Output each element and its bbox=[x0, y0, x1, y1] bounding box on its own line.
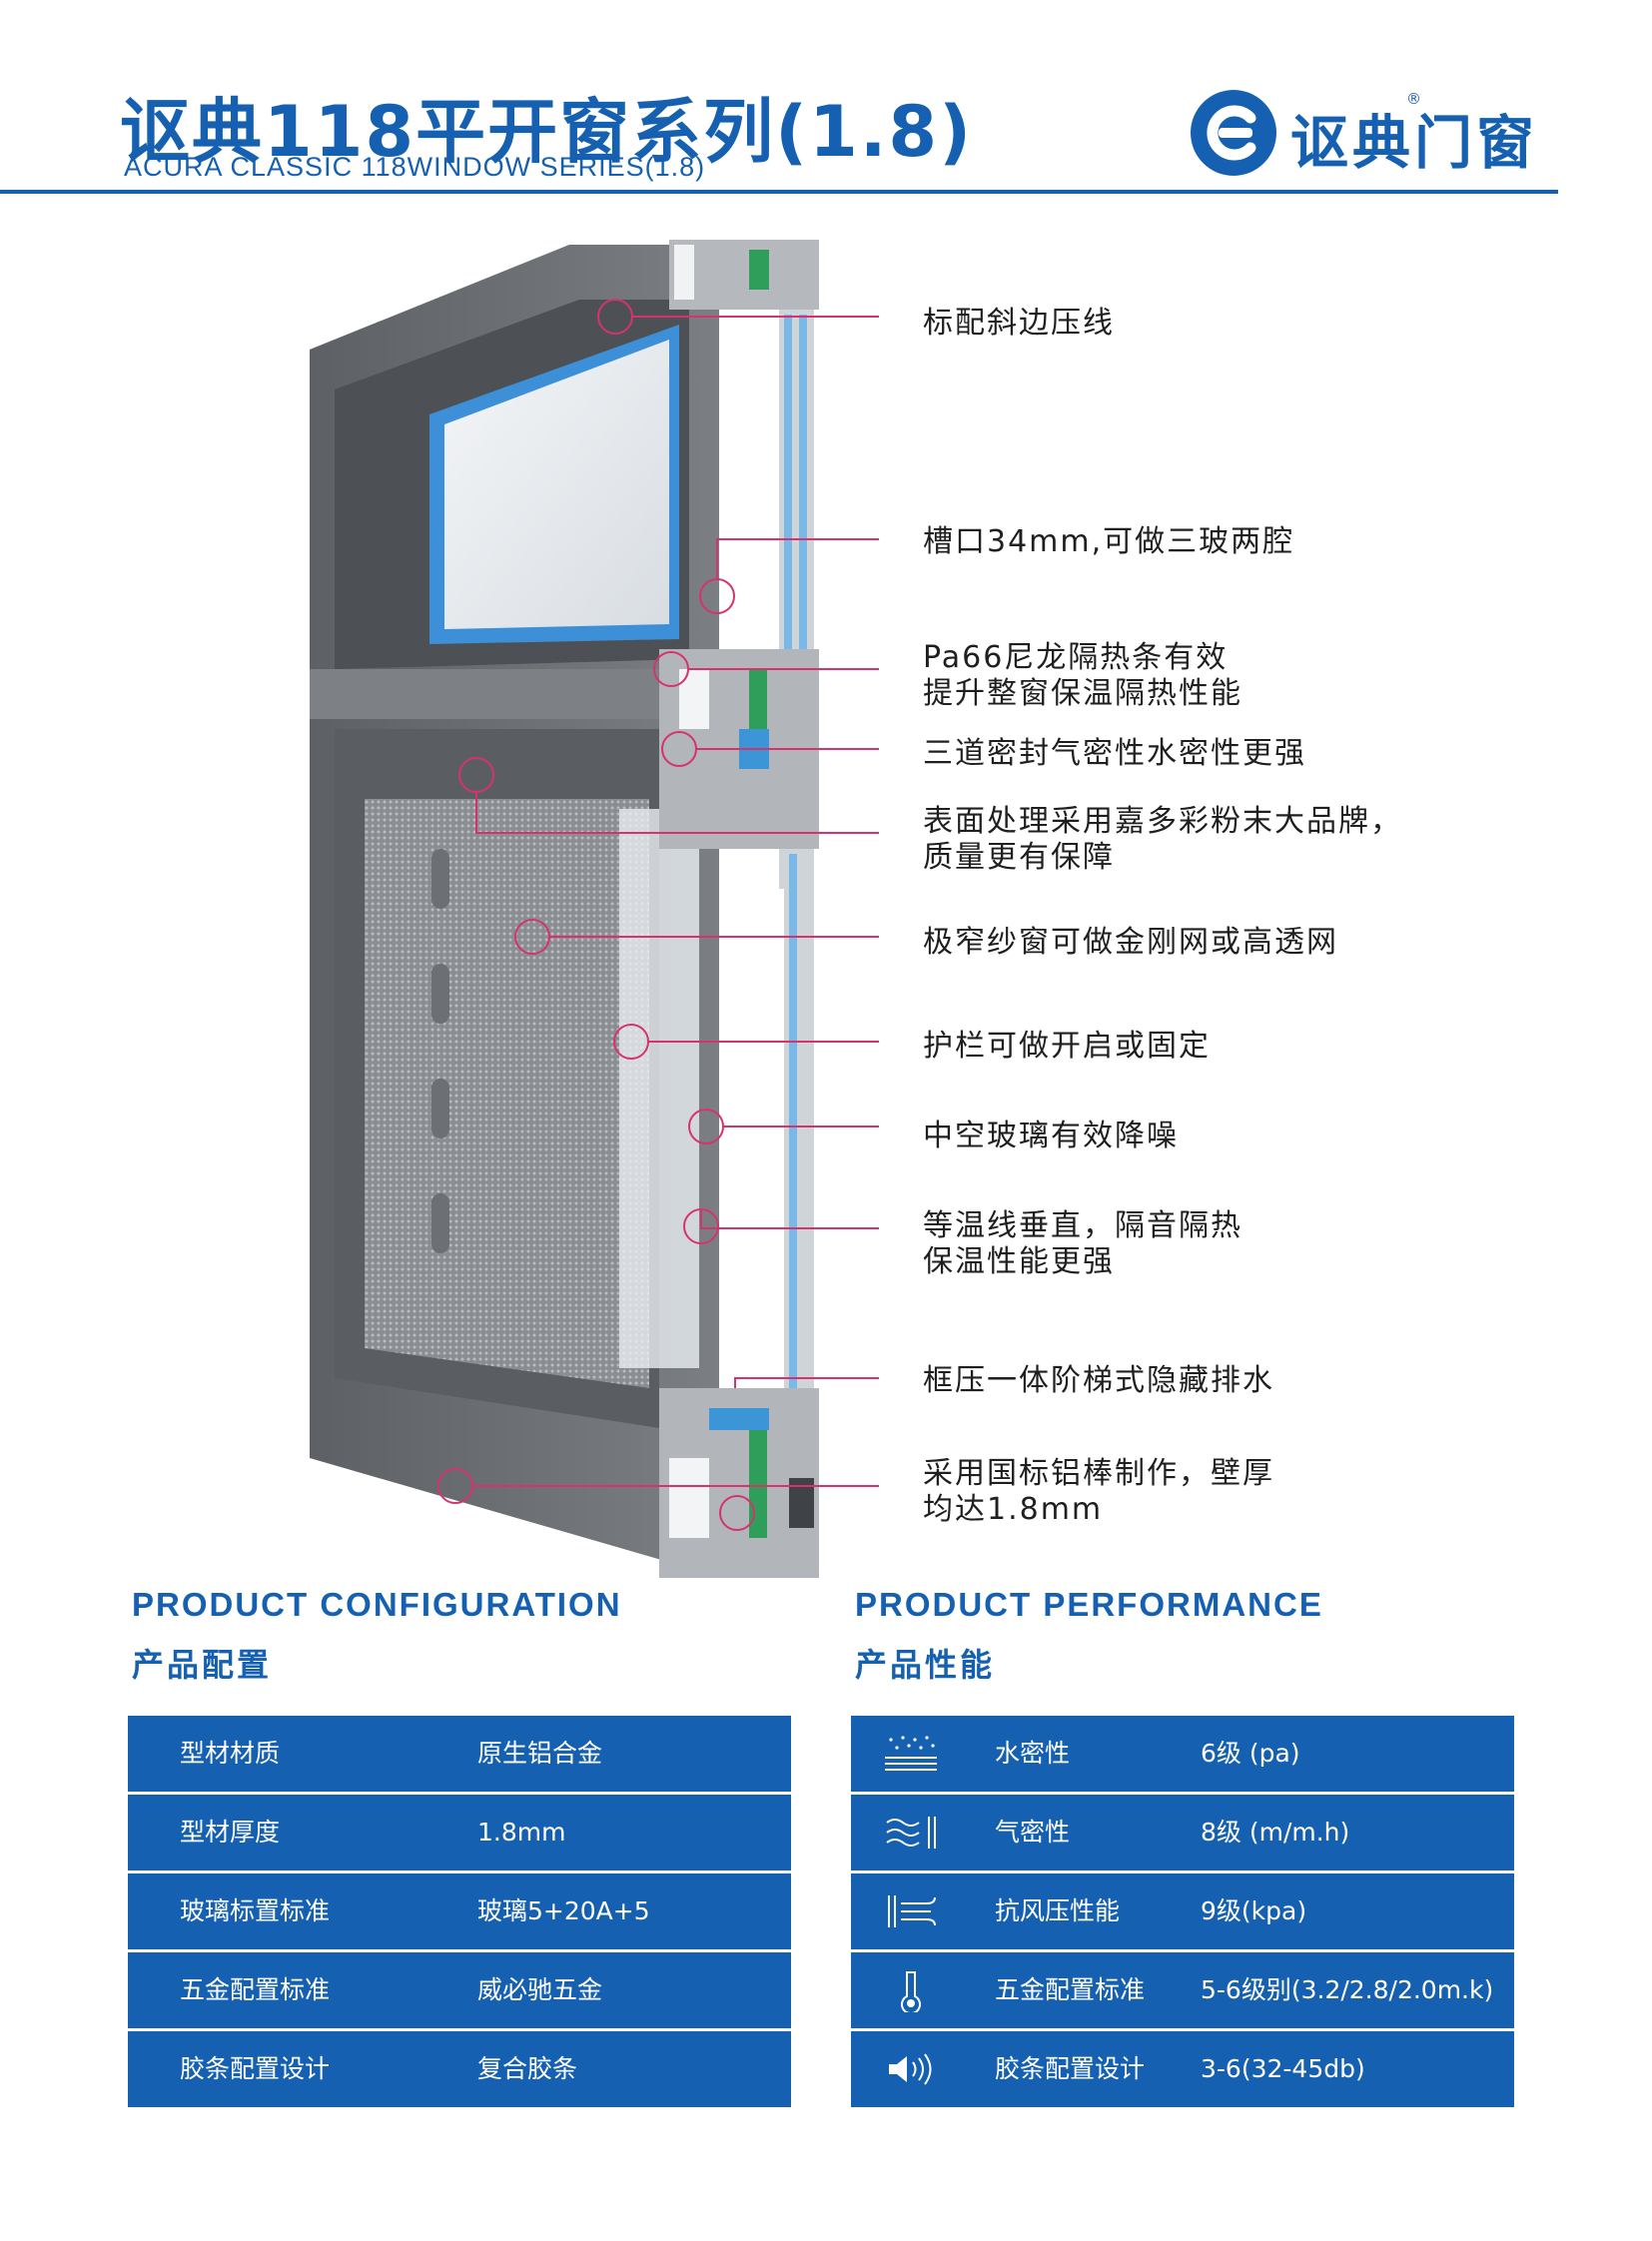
page-subtitle: ACURA CLASSIC 118WINDOW SERIES(1.8) bbox=[124, 152, 706, 182]
perf-value: 3-6(32-45db) bbox=[1201, 2054, 1365, 2083]
thermometer-icon bbox=[901, 1971, 921, 2012]
config-label: 五金配置标准 bbox=[180, 1975, 331, 2004]
water-drops-icon bbox=[885, 1736, 937, 1771]
perf-label: 胶条配置设计 bbox=[995, 2054, 1146, 2083]
configuration-row: 胶条配置设计 复合胶条 bbox=[128, 2031, 791, 2107]
feature-isotherm: 等温线垂直，隔音隔热保温性能更强 bbox=[923, 1208, 1242, 1279]
config-label: 型材厚度 bbox=[180, 1818, 281, 1847]
config-label: 胶条配置设计 bbox=[180, 2054, 331, 2083]
feature-triple-seal: 三道密封气密性水密性更强 bbox=[923, 736, 1306, 771]
config-value: 原生铝合金 bbox=[477, 1739, 603, 1768]
configuration-row: 五金配置标准 威必驰五金 bbox=[128, 1952, 791, 2028]
perf-value: 6级 (pa) bbox=[1201, 1739, 1300, 1768]
page-title: 讴典118平开窗系列(1.8) bbox=[120, 91, 974, 173]
wind-pressure-icon bbox=[888, 1895, 936, 1927]
performance-table: 水密性 6级 (pa) 气密性 8级 (m/m.h) 抗风压性能 9级(kpa)… bbox=[851, 1716, 1514, 2107]
feature-guardrail: 护栏可做开启或固定 bbox=[923, 1029, 1211, 1064]
brand-logo-icon bbox=[1191, 90, 1276, 176]
feature-hollow-glass: 中空玻璃有效降噪 bbox=[923, 1119, 1179, 1153]
brand-logo: 讴典门窗 ® bbox=[1189, 88, 1558, 178]
configuration-row: 型材厚度 1.8mm bbox=[128, 1795, 791, 1870]
config-value: 威必驰五金 bbox=[477, 1975, 603, 2004]
configuration-title-cn: 产品配置 bbox=[132, 1646, 273, 1684]
window-profile-illustration bbox=[280, 230, 919, 1588]
feature-slot-34mm: 槽口34mm,可做三玻两腔 bbox=[923, 524, 1295, 559]
config-value: 1.8mm bbox=[477, 1818, 566, 1847]
perf-label: 抗风压性能 bbox=[995, 1896, 1121, 1925]
configuration-table: 型材材质 原生铝合金 型材厚度 1.8mm 玻璃标置标准 玻璃5+20A+5 五… bbox=[128, 1716, 791, 2107]
perf-value: 8级 (m/m.h) bbox=[1201, 1818, 1350, 1847]
brand-name: 讴典门窗 bbox=[1290, 109, 1539, 177]
config-label: 型材材质 bbox=[180, 1739, 281, 1768]
performance-title-en: PRODUCT PERFORMANCE bbox=[855, 1586, 1323, 1623]
brand-registered-mark: ® bbox=[1406, 90, 1421, 108]
performance-row: 五金配置标准 5-6级别(3.2/2.8/2.0m.k) bbox=[851, 1952, 1514, 2028]
feature-hidden-drainage: 框压一体阶梯式隐藏排水 bbox=[923, 1363, 1274, 1398]
performance-row: 水密性 6级 (pa) bbox=[851, 1716, 1514, 1792]
air-wind-icon bbox=[886, 1817, 936, 1849]
feature-pa66-strip: Pa66尼龙隔热条有效提升整窗保温隔热性能 bbox=[923, 640, 1242, 711]
performance-row: 抗风压性能 9级(kpa) bbox=[851, 1873, 1514, 1949]
configuration-row: 玻璃标置标准 玻璃5+20A+5 bbox=[128, 1873, 791, 1949]
speaker-sound-icon bbox=[889, 2053, 932, 2085]
config-value: 复合胶条 bbox=[477, 2054, 578, 2083]
feature-wall-thickness: 采用国标铝棒制作，壁厚均达1.8mm bbox=[923, 1456, 1274, 1527]
feature-powder-coating: 表面处理采用嘉多彩粉末大品牌，质量更有保障 bbox=[923, 804, 1402, 875]
perf-value: 5-6级别(3.2/2.8/2.0m.k) bbox=[1201, 1975, 1494, 2004]
perf-label: 水密性 bbox=[995, 1739, 1071, 1768]
perf-label: 气密性 bbox=[995, 1818, 1071, 1847]
perf-value: 9级(kpa) bbox=[1201, 1896, 1307, 1925]
perf-label: 五金配置标准 bbox=[995, 1975, 1146, 2004]
performance-row: 气密性 8级 (m/m.h) bbox=[851, 1795, 1514, 1870]
config-value: 玻璃5+20A+5 bbox=[477, 1896, 650, 1925]
configuration-row: 型材材质 原生铝合金 bbox=[128, 1716, 791, 1792]
feature-bevel-bead: 标配斜边压线 bbox=[923, 306, 1115, 341]
config-label: 玻璃标置标准 bbox=[180, 1896, 331, 1925]
configuration-title-en: PRODUCT CONFIGURATION bbox=[132, 1586, 622, 1623]
performance-row: 胶条配置设计 3-6(32-45db) bbox=[851, 2031, 1514, 2107]
header-divider bbox=[0, 190, 1558, 194]
performance-title-cn: 产品性能 bbox=[855, 1646, 996, 1684]
feature-slim-screen: 极窄纱窗可做金刚网或高透网 bbox=[923, 925, 1338, 960]
